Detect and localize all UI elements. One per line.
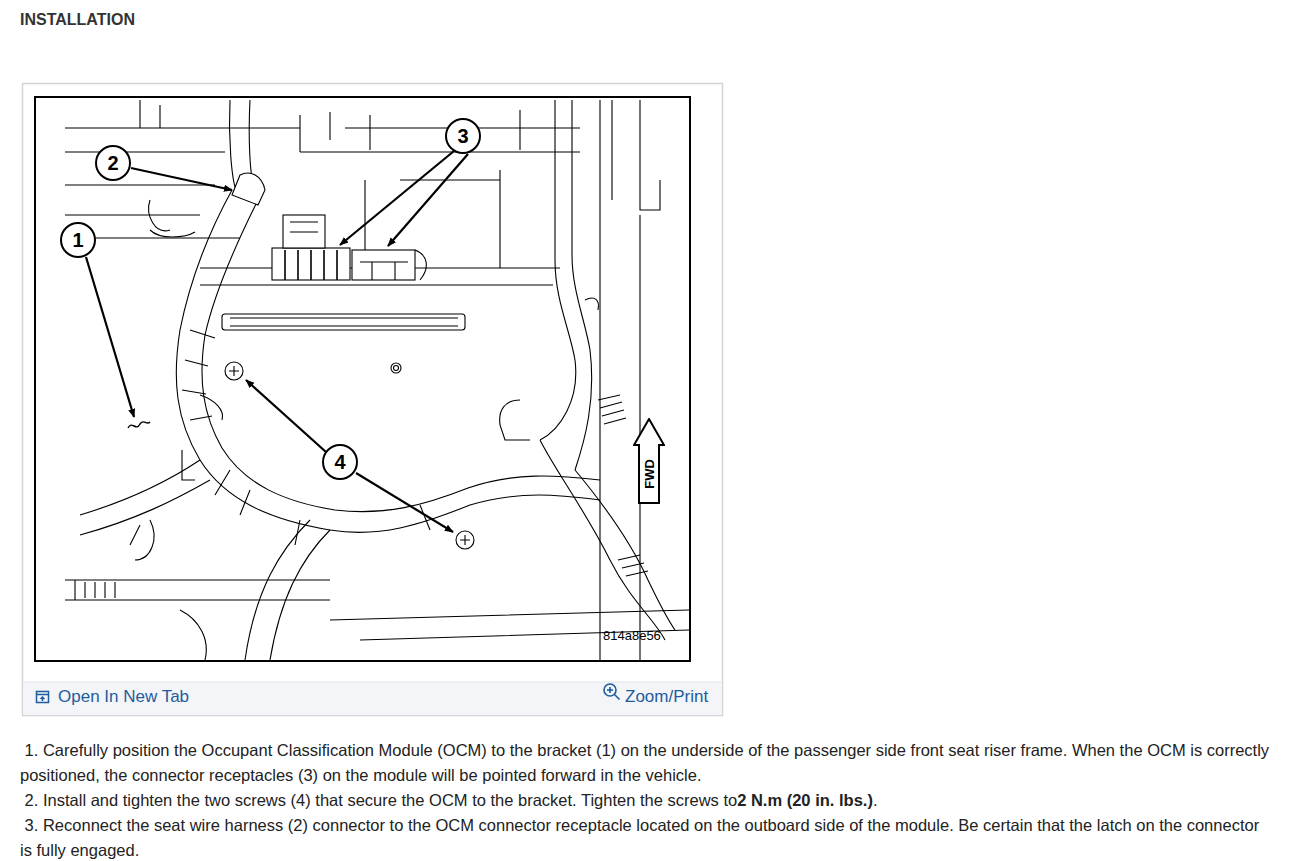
instruction-step: 1. Carefully position the Occupant Class… [20, 738, 1270, 788]
figure-id: 814a8e56 [603, 628, 661, 643]
instruction-step: 2. Install and tighten the two screws (4… [20, 788, 1270, 813]
figure-toolbar [24, 682, 722, 715]
callout-text: 3 [457, 126, 468, 146]
step-text: . [873, 791, 878, 809]
zoom-print-link: Zoom/Print [625, 687, 708, 707]
step-text: 2. Install and tighten the two screws (4… [20, 791, 737, 809]
callout-number: 1 [60, 222, 96, 258]
callout-text: 4 [334, 452, 345, 472]
callout-number: 2 [95, 145, 131, 181]
callout-number: 3 [445, 118, 481, 154]
step-text: 3. Reconnect the seat wire harness (2) c… [20, 816, 1264, 859]
callout-text: 2 [107, 153, 118, 173]
open-tab-link: Open In New Tab [58, 687, 189, 707]
callout-text: 1 [72, 230, 83, 250]
page-title: INSTALLATION [20, 11, 135, 29]
callout-number: 4 [322, 444, 358, 480]
image-frame [35, 97, 690, 661]
direction-text: FWD [643, 459, 656, 489]
instruction-step: 3. Reconnect the seat wire harness (2) c… [20, 813, 1270, 861]
open-tab-icon [37, 692, 49, 703]
forward-arrow: FWD [633, 418, 665, 504]
step-text: 2 N.m (20 in. lbs.) [737, 791, 873, 809]
figure-panel [23, 84, 723, 716]
seat-underside-drawing [65, 100, 689, 660]
step-text: 1. Carefully position the Occupant Class… [20, 741, 1274, 784]
zoom-icon [604, 684, 620, 700]
